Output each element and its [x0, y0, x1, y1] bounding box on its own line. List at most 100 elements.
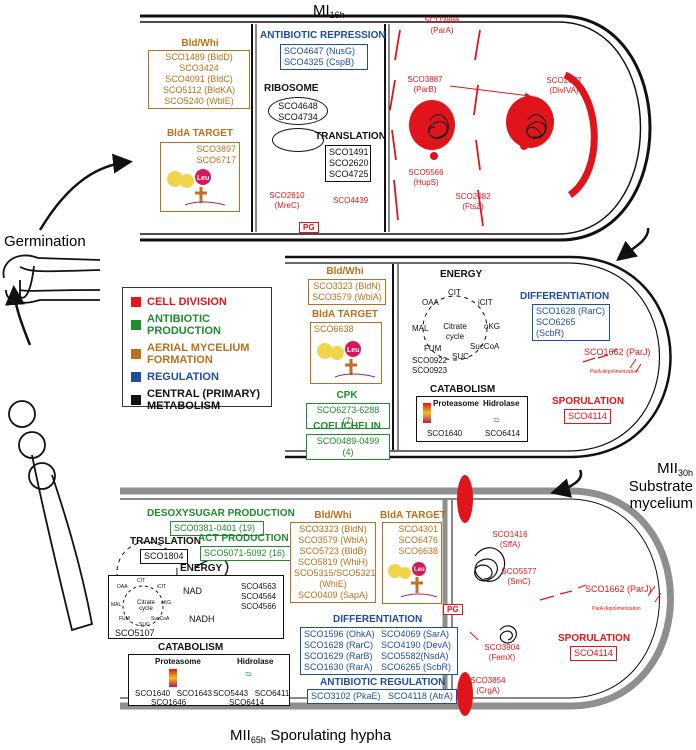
- p3-diff-box: SCO1596 (OhkA) SCO1628 (RarC) SCO1629 (R…: [300, 627, 458, 675]
- gene: SCO5240 (WblE): [164, 96, 234, 106]
- gene: SCO1628 (RarC): [536, 306, 606, 316]
- gene: SCO4069 (SarA): [381, 629, 450, 639]
- gene: SCO1596 (OhkA): [304, 629, 375, 639]
- stage-desc1: Substrate: [628, 478, 693, 495]
- hidrolase-label: Hidrolase: [483, 399, 520, 408]
- p3-crga: SCO3854 (CrgA): [470, 676, 506, 695]
- mii65-hypha: [116, 475, 674, 716]
- legend-swatch: [131, 320, 141, 330]
- gene: SCO6414: [229, 698, 265, 707]
- p3-antireg-title: ANTIBIOTIC REGULATION: [320, 677, 446, 688]
- gene: SCO0409 (SapA): [297, 590, 369, 600]
- stage-desc2: mycelium: [629, 495, 693, 512]
- p2-diff-title: DIFFERENTIATION: [520, 291, 610, 302]
- cycle-node: SucCoA: [151, 616, 170, 622]
- hidrolase-icon: ≈: [245, 667, 252, 681]
- p2-mal: MAL: [412, 324, 429, 333]
- p2-catabolism-box: Proteasome Hidrolase ≈ SCO1640 SCO6414: [416, 396, 528, 442]
- gene: SCO3579 (WblA): [312, 292, 382, 302]
- gene: SCO4563: [241, 582, 277, 591]
- trna-leu-icon: [317, 341, 375, 378]
- stage-label-mi16: MI16h: [313, 2, 345, 20]
- legend-cell-division: CELL DIVISION: [131, 296, 263, 308]
- p3-bldwhi-box: SCO3323 (BldN) SCO3579 (WblA) SCO5723 (B…: [290, 522, 376, 603]
- legend-central-metabolism: CENTRAL (PRIMARY) METABOLISM: [131, 388, 263, 412]
- gene: SCO3424: [179, 63, 219, 73]
- p3-catabolism-box: Proteasome Hidrolase ≈ SCO1640 SCO1643 S…: [128, 654, 290, 707]
- gene: SCO6414: [485, 429, 521, 438]
- p2-coel-box: SCO0489-0499 (4): [306, 434, 390, 460]
- gene: SCO4091 (BldC): [165, 74, 233, 84]
- gene: SCO4734: [278, 112, 318, 122]
- p1-bldwhi-box: SCO1489 (BldD) SCO3424 SCO4091 (BldC) SC…: [148, 50, 250, 109]
- spore-chain-drawing: [2, 254, 101, 632]
- proteasome-label: Proteasome: [433, 399, 479, 408]
- gene: SCO4647 (NusG): [284, 46, 356, 56]
- p1-ribosome-title: RIBOSOME: [264, 83, 319, 94]
- p1-ftsz: SCO2082 (FtsZ): [455, 192, 491, 211]
- citrate-cycle-icon: [122, 585, 164, 627]
- p2-coel-title: COELICHELIN: [313, 421, 381, 432]
- stage-label-mii30: MII30h Substrate mycelium: [593, 460, 693, 512]
- gene: SCO3323 (BldN): [313, 281, 381, 291]
- gene: SCO1628 (RarC): [304, 640, 374, 650]
- leu-label: Leu: [197, 175, 210, 182]
- gene: (WhiE): [319, 579, 347, 589]
- p3-desoxy-box: SCO0381-0401 (19): [170, 521, 264, 536]
- p2-cpk-box: SCO6273-6288 (7): [306, 403, 390, 429]
- legend-swatch: [131, 349, 141, 359]
- p1-antirep-title: ANTIBIOTIC REPRESSION: [260, 30, 386, 41]
- p2-bldtarget-box: SCO6638 Leu: [310, 322, 382, 384]
- p2-parj-note: ParA depolimerization: [590, 369, 639, 375]
- gene: SCO4325 (CspB): [284, 57, 355, 67]
- gene: SCO4190 (DevA): [381, 640, 452, 650]
- legend-swatch: [131, 372, 141, 382]
- p2-suc: SUC: [452, 352, 469, 361]
- p2-bldwhi-title: Bld/Whi: [326, 266, 364, 277]
- p2-bldwhi-box: SCO3323 (BldN) SCO3579 (WblA): [308, 279, 386, 305]
- p3-act-title: ACT PRODUCTION: [198, 533, 289, 544]
- ribosome-oval: SCO4648 SCO4734: [268, 97, 328, 125]
- stage-sub: 65h: [250, 735, 266, 745]
- gene: SCO6638: [398, 546, 438, 556]
- leu-label: Leu: [414, 567, 425, 573]
- gene: SCO5112 (BldKA): [162, 85, 236, 95]
- gene: SCO5315/SCO5321: [294, 568, 376, 578]
- p2-energy-genes: SCO0922 SCO0923: [412, 356, 447, 376]
- gene: SCO6265 (ScbR): [536, 317, 576, 338]
- p3-sffa: SCO1416 (SffA): [492, 530, 528, 549]
- mii30-hypha: [285, 255, 672, 459]
- p2-fum: FUM: [424, 344, 442, 353]
- trna-leu-icon: [167, 169, 225, 206]
- gene: SCO3897: [196, 144, 236, 154]
- p1-divlva: SCO2077 (DivIVA): [546, 76, 582, 95]
- p3-spor-title: SPORULATION: [558, 633, 631, 644]
- gene: SCO5582(NsdA): [381, 651, 449, 661]
- p2-succoa: SucCoA: [470, 342, 500, 351]
- germination-arrow: [38, 153, 133, 231]
- gene: SCO6476: [398, 535, 438, 545]
- cycle-node: SUC: [139, 622, 150, 628]
- p1-mrec: SCO2610 (MreC): [269, 191, 305, 210]
- p3-bldtarget-box: SCO4301 SCO6476 SCO6638 Leu: [382, 522, 442, 604]
- p3-bldwhi-title: Bld/Whi: [314, 510, 352, 521]
- gene: SCO6638: [314, 324, 354, 334]
- gene: SCO4725: [329, 169, 369, 179]
- p2-parj: SCO1662 (ParJ): [584, 347, 651, 357]
- gene: SCO4566: [241, 602, 277, 611]
- p1-pg-box: PG: [299, 222, 319, 233]
- p3-act-box: SCO5071-5092 (16): [200, 546, 294, 561]
- stage-label-mii65: MII65h Sporulating hypha: [230, 727, 391, 745]
- p2-cit: CIT: [448, 288, 461, 297]
- gene: SCO5107: [115, 628, 155, 638]
- cycle-node: oKG: [161, 600, 172, 606]
- p3-energy-title: ENERGY: [180, 563, 223, 574]
- p2-okg: oKG: [484, 322, 501, 331]
- stage-desc: Sporulating hypha: [270, 727, 392, 744]
- gene: SCO0922: [412, 356, 448, 365]
- p3-translation-title: TRANSLATION: [130, 536, 201, 547]
- p1-translation-title: TRANSLATION: [315, 131, 386, 142]
- p2-cycle-center: Citrate cycle: [443, 322, 467, 341]
- hidrolase-icon: ≈: [493, 413, 500, 427]
